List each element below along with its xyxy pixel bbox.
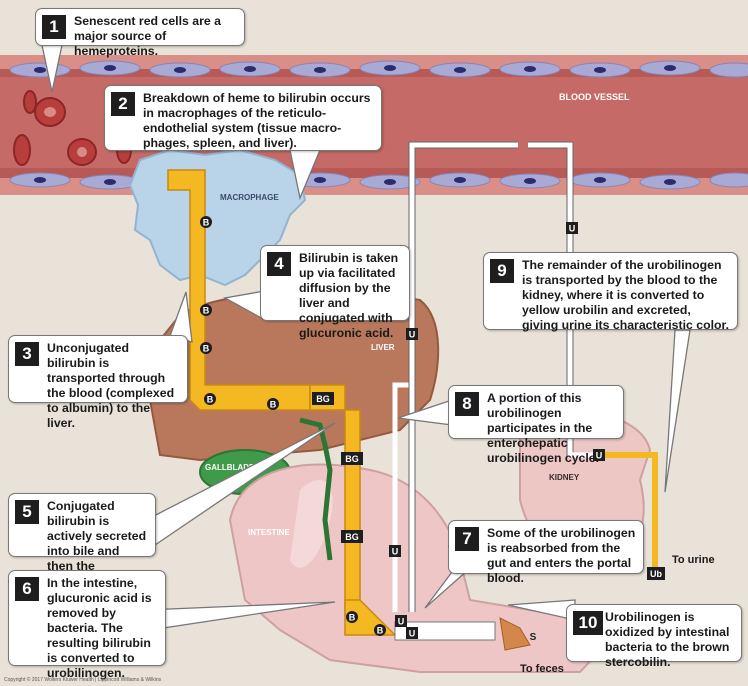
copyright-notice: Copyright © 2017 Wolters Kluwer Health |… xyxy=(4,677,162,683)
callout-pointers xyxy=(41,44,691,631)
marker-bg: BG xyxy=(341,530,363,543)
liver-label: LIVER xyxy=(371,343,395,352)
urine-pathway xyxy=(600,452,658,570)
marker-u: U xyxy=(389,545,401,557)
step-text: Urobilinogen is oxidized by intestinal b… xyxy=(605,610,730,669)
marker-b: B xyxy=(200,342,212,354)
marker-bg: BG xyxy=(341,452,363,465)
marker-u: U xyxy=(406,328,418,340)
svg-text:B: B xyxy=(203,306,210,316)
marker-b: B xyxy=(374,624,386,636)
marker-b: B xyxy=(200,216,212,228)
intestine-label: INTESTINE xyxy=(248,528,290,537)
step-text: The remainder of the urobilinogen is tra… xyxy=(522,258,730,332)
gallbladder-label: GALLBLADDER xyxy=(205,463,266,472)
svg-text:B: B xyxy=(203,218,210,228)
step-4-callout: 4 Bilirubin is taken up via facilitated … xyxy=(260,245,410,340)
marker-ub: Ub xyxy=(647,567,665,580)
svg-text:U: U xyxy=(596,451,603,461)
step-text: Bilirubin is taken up via facilitated di… xyxy=(299,251,399,340)
svg-text:U: U xyxy=(398,617,405,627)
step-number: 8 xyxy=(455,392,479,416)
step-number: 2 xyxy=(111,92,135,116)
bile-duct xyxy=(299,417,333,561)
step-number: 3 xyxy=(15,342,39,366)
to-urine-label: To urine xyxy=(672,554,715,566)
step-10-callout: 10 Urobilinogen is oxidized by intestina… xyxy=(566,604,742,669)
step-number: 5 xyxy=(15,500,39,524)
svg-text:B: B xyxy=(377,626,384,636)
svg-text:BG: BG xyxy=(345,532,359,542)
marker-u: U xyxy=(406,627,418,639)
to-feces-label: To feces xyxy=(520,663,564,675)
step-text: A portion of this urobilinogen participa… xyxy=(487,391,600,465)
step-number: 7 xyxy=(455,527,479,551)
step-3-callout: 3 Unconjugated bilirubin is transported … xyxy=(8,335,188,430)
step-7-callout: 7 Some of the urobilinogen is reabsorbed… xyxy=(448,520,644,585)
svg-text:U: U xyxy=(569,224,576,234)
marker-b: B xyxy=(204,393,216,405)
svg-text:B: B xyxy=(349,613,356,623)
svg-text:Ub: Ub xyxy=(650,569,662,579)
svg-text:U: U xyxy=(409,629,416,639)
step-2-callout: 2 Breakdown of heme to bilirubin occurs … xyxy=(104,85,382,151)
marker-b: B xyxy=(346,611,358,623)
marker-b: B xyxy=(267,398,279,410)
step-number: 10 xyxy=(573,611,603,635)
step-1-callout: 1 Senescent red cells are a major source… xyxy=(35,8,245,58)
step-9-callout: 9 The remainder of the urobilinogen is t… xyxy=(483,252,738,332)
marker-b: B xyxy=(200,304,212,316)
svg-text:B: B xyxy=(203,344,210,354)
step-text: Breakdown of heme to bilirubin occurs in… xyxy=(143,91,371,150)
marker-bg: BG xyxy=(312,392,334,405)
macrophage-label: MACROPHAGE xyxy=(220,193,279,202)
step-number: 4 xyxy=(267,252,291,276)
step-text: In the intestine, glucuronic acid is rem… xyxy=(47,576,152,680)
kidney-label: KIDNEY xyxy=(549,473,580,482)
step-number: 6 xyxy=(15,577,39,601)
marker-u: U xyxy=(593,449,605,461)
urobilinogen-pathway-outline xyxy=(408,141,574,612)
step-number: 1 xyxy=(42,15,66,39)
step-6-callout: 6 In the intestine, glucuronic acid is r… xyxy=(8,570,166,680)
blood-vessel-label: BLOOD VESSEL xyxy=(559,92,630,102)
step-5-callout: 5 Conjugated bilirubin is actively secre… xyxy=(8,493,156,588)
svg-text:B: B xyxy=(270,400,277,410)
marker-s: S xyxy=(530,632,537,643)
svg-text:U: U xyxy=(409,330,416,340)
step-text: Unconjugated bilirubin is transported th… xyxy=(47,341,175,430)
svg-text:S: S xyxy=(530,632,537,643)
marker-u: U xyxy=(566,222,578,234)
red-blood-cells xyxy=(13,90,132,166)
svg-text:B: B xyxy=(207,395,214,405)
step-text: Some of the urobilinogen is reabsorbed f… xyxy=(487,526,636,585)
step-8-callout: 8 A portion of this urobilinogen partici… xyxy=(448,385,624,465)
svg-text:U: U xyxy=(392,547,399,557)
marker-u: U xyxy=(395,615,407,627)
svg-text:BG: BG xyxy=(316,394,330,404)
svg-text:BG: BG xyxy=(345,454,359,464)
step-number: 9 xyxy=(490,259,514,283)
step-text: Senescent red cells are a major source o… xyxy=(74,14,221,58)
